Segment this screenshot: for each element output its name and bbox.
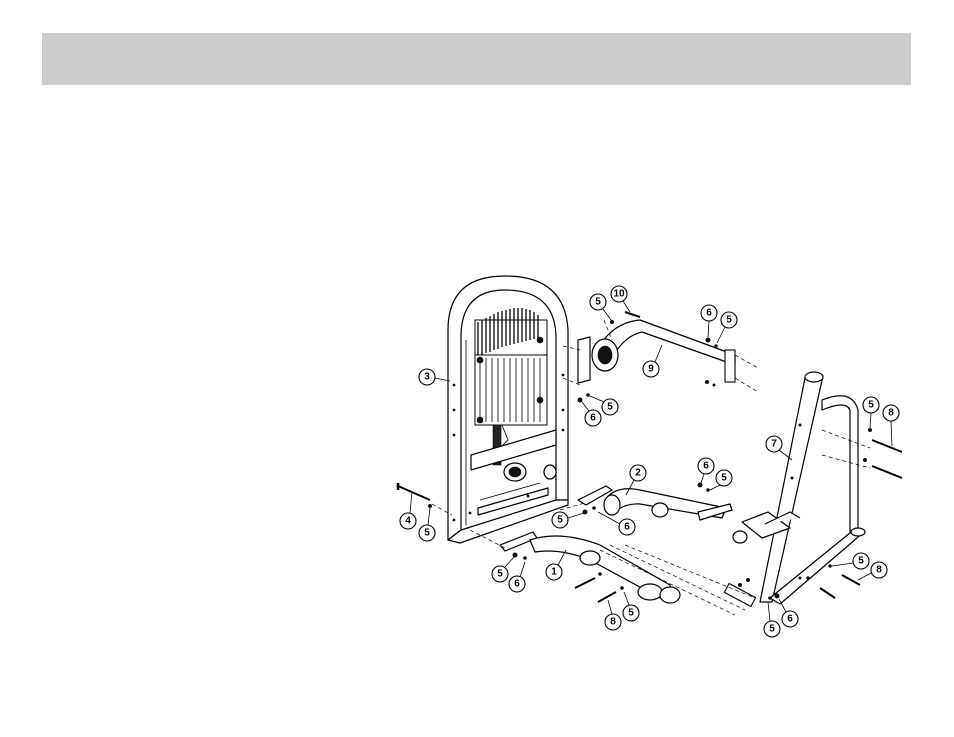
svg-text:5: 5 <box>721 473 727 484</box>
frame-weight-stack <box>448 276 568 543</box>
callout-6a: 6 <box>509 562 525 592</box>
svg-text:6: 6 <box>590 413 596 424</box>
svg-text:5: 5 <box>607 402 613 413</box>
svg-text:5: 5 <box>424 528 430 539</box>
svg-text:5: 5 <box>858 556 864 567</box>
svg-text:5: 5 <box>557 515 563 526</box>
callout-5a: 5 <box>419 508 435 541</box>
callout-10: 10 <box>611 286 630 312</box>
callout-5g: 5 <box>717 312 737 343</box>
svg-text:8: 8 <box>888 408 894 419</box>
svg-text:4: 4 <box>405 516 411 527</box>
svg-text:5: 5 <box>726 315 732 326</box>
callout-6d: 6 <box>701 305 717 337</box>
callout-9: 9 <box>643 345 662 377</box>
callout-8a: 8 <box>605 600 621 630</box>
svg-text:6: 6 <box>706 308 712 319</box>
svg-text:5: 5 <box>769 624 775 635</box>
svg-text:7: 7 <box>771 439 777 450</box>
svg-text:5: 5 <box>497 569 503 580</box>
callout-1: 1 <box>546 550 566 580</box>
callout-5c: 5 <box>623 592 639 621</box>
svg-text:8: 8 <box>876 565 882 576</box>
callout-5k: 5 <box>764 602 780 637</box>
svg-text:2: 2 <box>635 468 641 479</box>
svg-text:9: 9 <box>648 364 654 375</box>
callout-4: 4 <box>400 492 416 529</box>
callout-5d: 5 <box>552 512 584 528</box>
svg-text:5: 5 <box>868 400 874 411</box>
callout-6e: 6 <box>582 402 601 426</box>
bolt-4-left <box>398 483 452 515</box>
callout-5e: 5 <box>710 470 732 490</box>
svg-text:6: 6 <box>624 522 630 533</box>
callout-5i: 5 <box>863 397 879 428</box>
callout-6b: 6 <box>598 512 635 535</box>
middle-arm-2 <box>560 483 732 521</box>
callout-7: 7 <box>766 436 792 460</box>
callout-6c: 6 <box>698 458 714 483</box>
callout-3: 3 <box>419 369 450 385</box>
svg-text:10: 10 <box>613 289 625 300</box>
callout-8b: 8 <box>883 405 899 446</box>
svg-text:8: 8 <box>610 617 616 628</box>
svg-text:6: 6 <box>787 614 793 625</box>
svg-text:5: 5 <box>628 608 634 619</box>
svg-text:5: 5 <box>595 297 601 308</box>
svg-text:1: 1 <box>551 567 557 578</box>
svg-text:6: 6 <box>514 579 520 590</box>
svg-text:3: 3 <box>424 372 430 383</box>
callout-5f: 5 <box>590 294 611 320</box>
svg-text:6: 6 <box>703 461 709 472</box>
